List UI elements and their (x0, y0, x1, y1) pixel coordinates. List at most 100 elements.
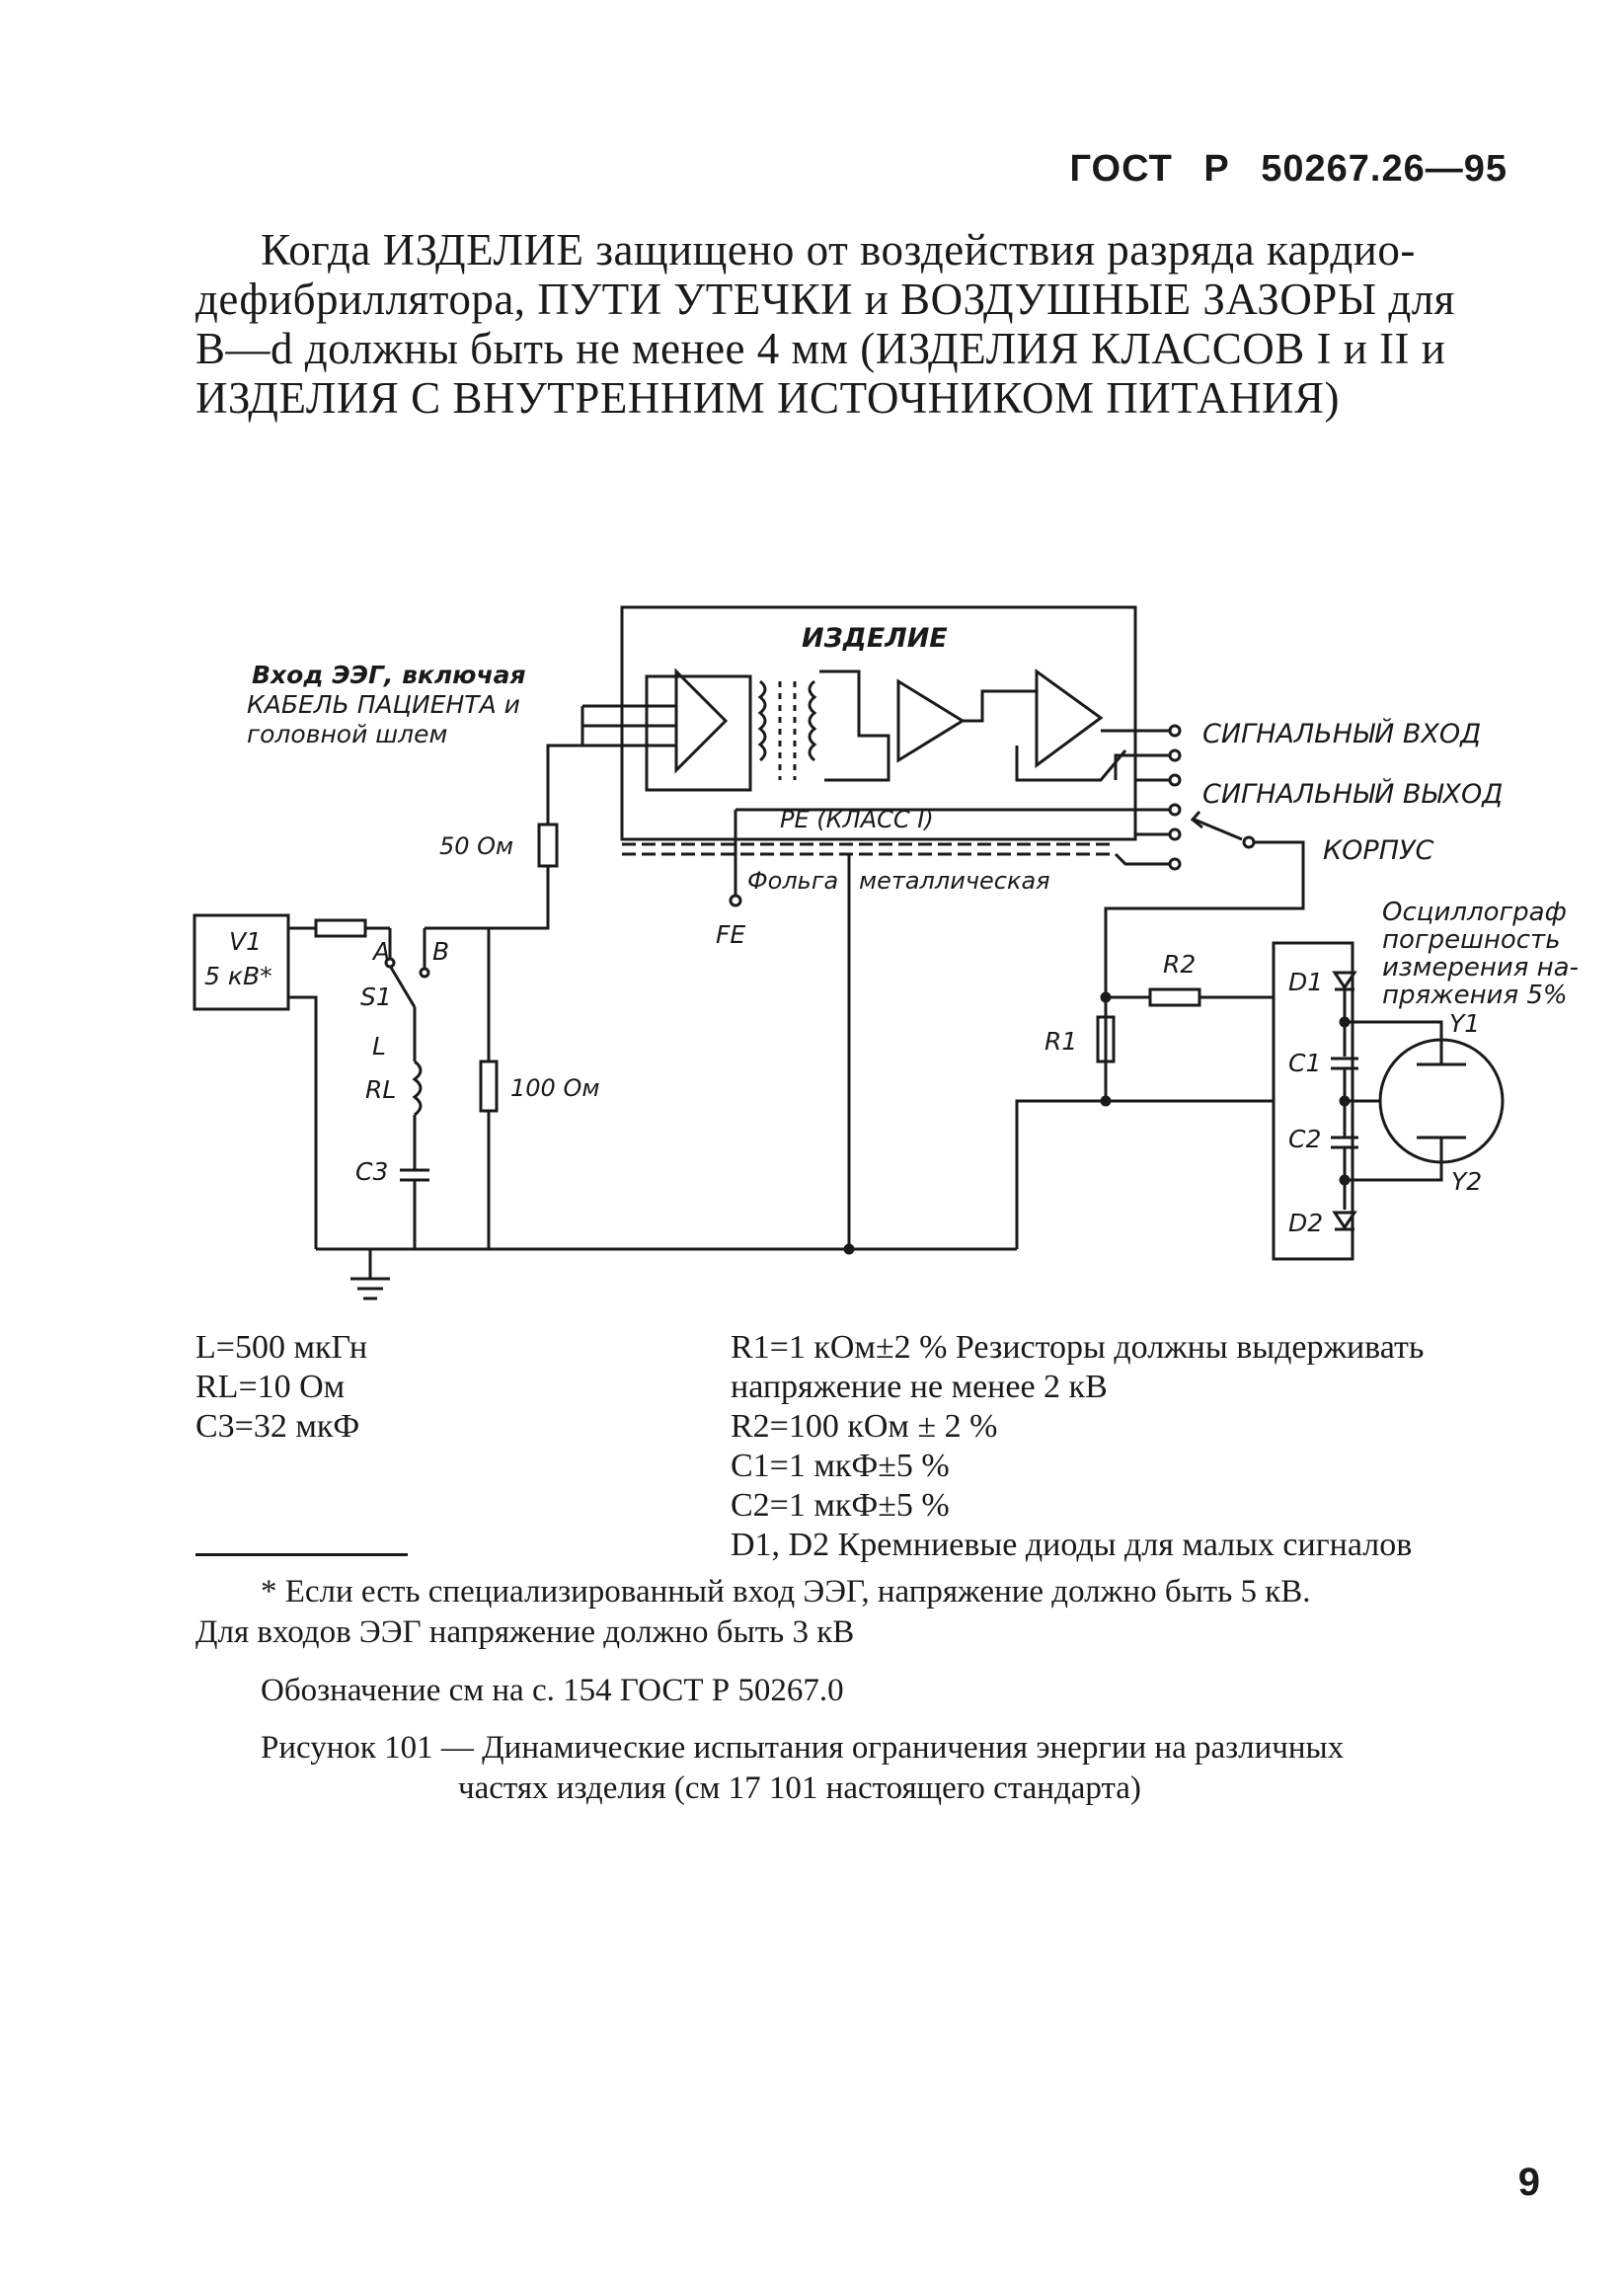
signal-output-label: СИГНАЛЬНЫЙ ВЫХОД (1202, 778, 1503, 810)
junction (843, 1243, 855, 1255)
d2-label: D2 (1288, 1209, 1323, 1237)
legend-c1: C1=1 мкФ±5 % (731, 1448, 950, 1484)
pe-label: PE (КЛАСС I) (780, 806, 934, 833)
r2-label: R2 (1163, 950, 1196, 979)
c2-label: C2 (1288, 1125, 1321, 1153)
figure-caption: Рисунок 101 — Динамические испытания огр… (261, 1728, 1344, 1809)
selector-arrow (1194, 818, 1243, 841)
legend-c2: C2=1 мкФ±5 % (731, 1487, 950, 1524)
source-label: 5 кВ* (204, 962, 272, 990)
device-label: ИЗДЕЛИЕ (802, 623, 948, 654)
junction (1100, 991, 1112, 1003)
transformer-coil (757, 679, 767, 762)
r50-label: 50 Ом (439, 832, 513, 860)
terminal-signal-input (1168, 724, 1182, 738)
y2-label: Y2 (1451, 1167, 1482, 1196)
resistor-series (314, 918, 367, 938)
wire (288, 995, 318, 1249)
oscilloscope-label: погрешность (1382, 925, 1561, 955)
amp-feedback (1015, 746, 1127, 782)
source-v1 (193, 913, 290, 1011)
terminal (1168, 803, 1182, 817)
amplifier-2 (896, 678, 966, 763)
footnote-line: Для входов ЭЭГ напряжение должно быть 3 … (195, 1614, 855, 1650)
fe-terminal (729, 894, 742, 907)
r1-label: R1 (1044, 1027, 1077, 1056)
foil-to-terminal (1114, 852, 1170, 866)
node-a-label: A (371, 937, 390, 966)
rl-label: RL (365, 1075, 396, 1104)
resistor-r2 (1148, 987, 1201, 1007)
input-transformer-box (645, 674, 752, 792)
input-wire (546, 706, 584, 825)
amp-link (963, 689, 1037, 723)
enclosure-label: КОРПУС (1323, 835, 1433, 866)
legend-l: L=500 мкГн (195, 1329, 368, 1366)
selector-arrowhead (1190, 811, 1203, 829)
resistor-r1 (1096, 1015, 1116, 1063)
page-number: 9 (1517, 2161, 1540, 2204)
resistor-50-ohm (537, 823, 559, 868)
transformer-coil (808, 679, 817, 762)
amplifier-3 (1035, 668, 1104, 768)
intro-line: Когда ИЗДЕЛИЕ защищено от воздействия ра… (261, 225, 1416, 275)
circuit-diagram: ИЗДЕЛИЕ Вход ЭЭГ, включая КАБЕЛЬ ПАЦИЕНТ… (193, 605, 1579, 1300)
legend-r1: R1=1 кОм±2 % Резисторы должны выдерживат… (731, 1329, 1425, 1405)
selector-terminal (1242, 835, 1256, 849)
document-header: ГОСТ Р 50267.26—95 (1069, 148, 1508, 190)
wire (1114, 753, 1170, 780)
intro-paragraph: Когда ИЗДЕЛИЕ защищено от воздействия ра… (195, 225, 1578, 423)
legend-d: D1, D2 Кремниевые диоды для малых сигнал… (731, 1527, 1413, 1563)
legend-c3: C3=32 мкФ (195, 1408, 360, 1445)
wire (1015, 1099, 1106, 1249)
signal-input-label: СИГНАЛЬНЫЙ ВХОД (1202, 718, 1481, 749)
d1-label: D1 (1288, 968, 1323, 996)
legend-r2: R2=100 кОм ± 2 % (731, 1408, 998, 1445)
oscilloscope-label: измерения на- (1382, 953, 1579, 982)
diode-d2 (1332, 1211, 1357, 1230)
legend-left: L=500 мкГн RL=10 Ом C3=32 мкФ (195, 1328, 367, 1447)
oscilloscope-label: пряжения 5% (1382, 981, 1568, 1010)
inductor-label: L (372, 1032, 386, 1061)
source-label: V1 (229, 927, 262, 956)
legend-rl: RL=10 Ом (195, 1369, 346, 1405)
footnote: * Если есть специализированный вход ЭЭГ,… (195, 1572, 1311, 1653)
caption-line: Рисунок 101 — Динамические испытания огр… (261, 1730, 1345, 1766)
eeg-input-label: головной шлем (247, 720, 447, 748)
device-box (620, 605, 1137, 841)
r100-label: 100 Ом (510, 1074, 599, 1102)
wire (425, 866, 550, 930)
eeg-input-label: КАБЕЛЬ ПАЦИЕНТА и (247, 690, 520, 719)
terminal-enclosure (1168, 857, 1182, 871)
terminal-signal-output (1168, 773, 1182, 787)
caption-line: частях изделия (см 17 101 настоящего ста… (458, 1770, 1141, 1806)
intro-line: B—d должны быть не менее 4 мм (ИЗДЕЛИЯ К… (195, 324, 1446, 373)
switch-s1 (388, 965, 417, 1008)
input-amplifier (674, 668, 729, 774)
designation-note: Обозначение см на с. 154 ГОСТ Р 50267.0 (261, 1673, 844, 1708)
terminal (1168, 827, 1182, 841)
terminal (1168, 748, 1182, 762)
footnote-divider (195, 1553, 408, 1556)
tube-lead-y1 (1345, 1020, 1443, 1064)
intro-line: дефибриллятора, ПУТИ УТЕЧКИ и ВОЗДУШНЫЕ … (195, 275, 1455, 324)
tube-lead-y2 (1345, 1138, 1443, 1182)
foil-label: Фольга (747, 867, 838, 895)
selector-lead (1104, 840, 1305, 1096)
y1-label: Y1 (1449, 1009, 1480, 1038)
inductor-coil (412, 1060, 423, 1117)
fe-label: FE (716, 920, 745, 949)
resistor-100-ohm (479, 1060, 499, 1113)
node-b (419, 967, 430, 979)
junction (1339, 1016, 1351, 1028)
switch-label: S1 (360, 982, 392, 1011)
c1-label: C1 (1288, 1049, 1321, 1077)
foil-label: металлическая (859, 867, 1050, 895)
transformer-box-2 (819, 669, 890, 782)
intro-line: ИЗДЕЛИЯ С ВНУТРЕННИМ ИСТОЧНИКОМ ПИТАНИЯ) (195, 373, 1340, 423)
node-b-label: B (432, 937, 449, 966)
legend-right: R1=1 кОм±2 % Резисторы должны выдерживат… (731, 1328, 1580, 1565)
footnote-line: * Если есть специализированный вход ЭЭГ,… (261, 1574, 1311, 1610)
oscilloscope-label: Осциллограф (1382, 898, 1567, 927)
diode-d1 (1332, 971, 1357, 990)
